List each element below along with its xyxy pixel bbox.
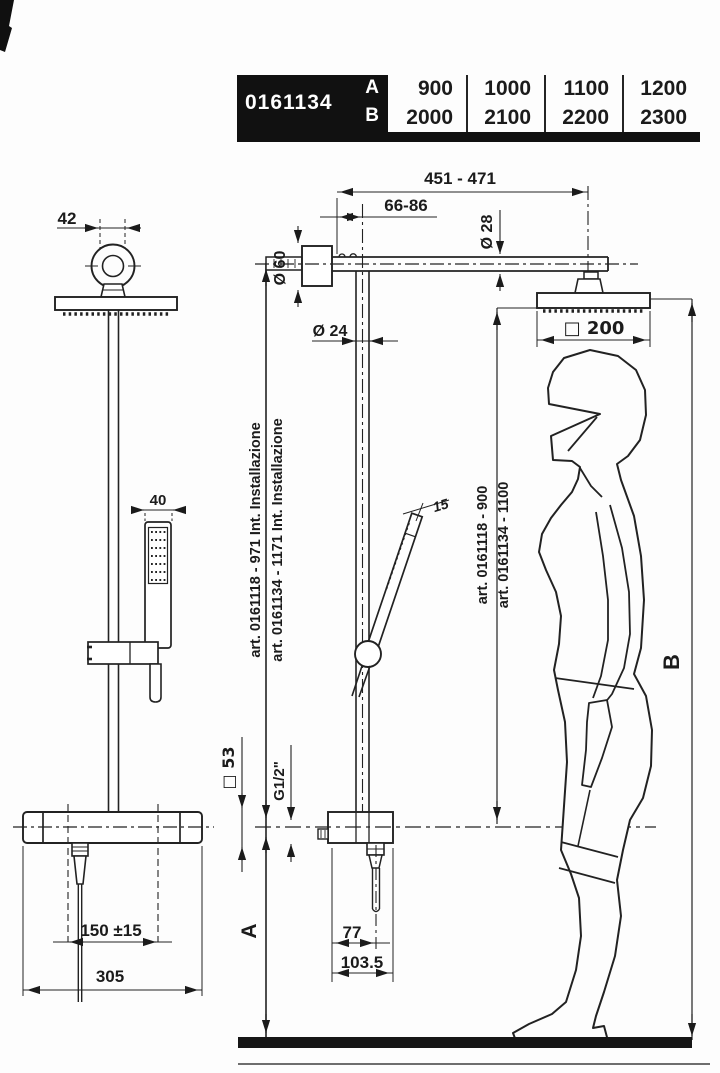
dim-arm-reach-label: 451 - 471	[424, 169, 496, 188]
dim-handshower-width-label: 40	[150, 492, 167, 509]
dim-inlet-spacing-label: 150 ±15	[80, 921, 141, 940]
dim-top-joint-label: 42	[58, 209, 77, 228]
right-view	[492, 271, 697, 1040]
size-cell-b1: 2000	[406, 105, 453, 129]
human-figure-silhouette	[512, 349, 653, 1042]
dim-wall-offset-label: 66-86	[384, 196, 427, 215]
head-height-note-1: art. 0161118 - 900	[475, 486, 491, 605]
size-cell-a3: 1100	[544, 75, 622, 104]
height-a-label: A	[238, 923, 261, 938]
dim-head-size-label: □ 200	[564, 318, 625, 339]
front-view	[13, 219, 247, 1002]
dim-arm-dia-label: Ø 28	[479, 215, 496, 250]
size-cell-a1: 900	[417, 77, 453, 100]
install-note-2: art. 0161134 - 1171 Int. Installazione	[270, 418, 286, 661]
height-b-label: B	[659, 654, 684, 670]
dim-riser-dia-label: Ø 24	[313, 323, 348, 340]
size-values-grid: 900 1000 1100 1200 2000 2100 2200 2300	[388, 75, 700, 132]
article-number: 0161134	[245, 91, 333, 114]
side-view	[255, 186, 656, 1043]
dimension-labels: 42 451 - 471 66-86 Ø 28 Ø 60 Ø 24 □ 200 …	[58, 169, 684, 986]
size-cell-b4: 2300	[622, 103, 700, 132]
dim-thread-label: G1/2"	[271, 761, 288, 801]
size-cell-a4: 1200	[622, 75, 700, 104]
table-bottom-strip	[237, 132, 700, 142]
scan-artifact	[0, 0, 14, 52]
dim-handshower-angle-label: 15	[431, 495, 451, 515]
size-cell-b3: 2200	[544, 103, 622, 132]
dim-valve-width-label: 305	[96, 967, 124, 986]
dim-valve-square-label: □ 53	[219, 747, 238, 790]
head-height-note-2: art. 0161134 - 1100	[496, 482, 512, 609]
row-a-label: A	[365, 77, 379, 98]
row-b-label: B	[365, 105, 379, 126]
dim-outlet-offset-label: 77	[343, 923, 362, 942]
install-note-1: art. 0161118 - 971 Int. Installazione	[248, 422, 264, 657]
dim-outlet-total-label: 103.5	[341, 953, 384, 972]
size-cell-b2: 2100	[466, 103, 544, 132]
floor-line	[238, 1037, 692, 1048]
article-box: 0161134 A B	[237, 75, 388, 132]
dim-flange-dia-label: Ø 60	[272, 251, 289, 286]
size-table: 0161134 A B 900 1000 1100 1200 2000 2100…	[237, 75, 700, 142]
size-cell-a2: 1000	[466, 75, 544, 104]
